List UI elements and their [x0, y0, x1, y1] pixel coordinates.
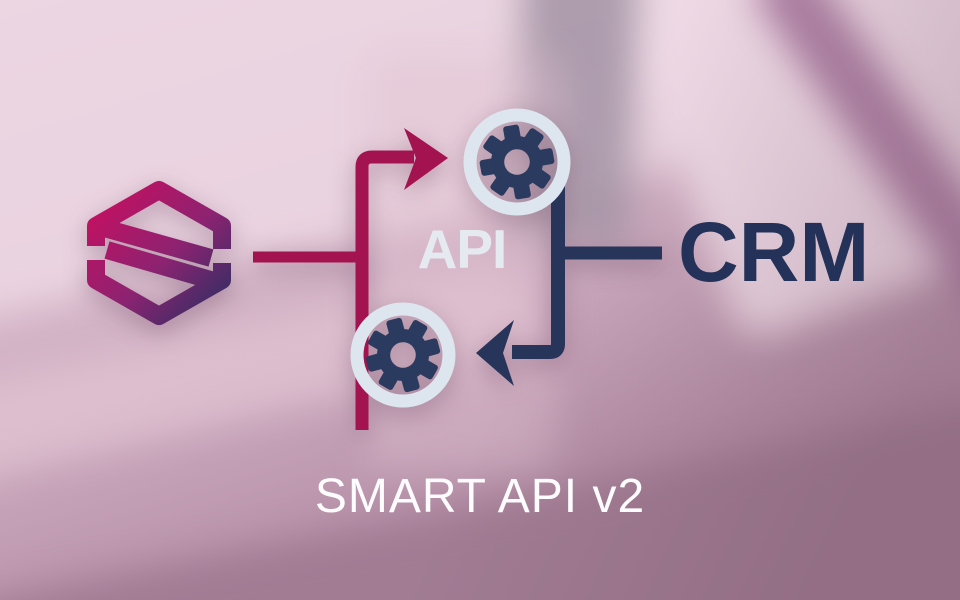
gear-ring — [463, 108, 571, 216]
arrow-left-icon — [476, 320, 514, 386]
connector-source-to-api — [253, 128, 448, 430]
crm-label: CRM — [678, 205, 870, 299]
logo-upper-band — [94, 217, 214, 267]
arrow-right-icon — [404, 128, 448, 190]
hexagon-s-logo — [87, 181, 231, 325]
gear-ring — [350, 302, 456, 408]
gear-icon — [463, 108, 571, 216]
gear-icon — [350, 302, 456, 408]
caption-title: SMART API v2 — [314, 470, 646, 523]
api-label: API — [417, 218, 508, 280]
logo-lower-band — [104, 241, 224, 292]
connector-api-to-crm — [476, 186, 662, 386]
